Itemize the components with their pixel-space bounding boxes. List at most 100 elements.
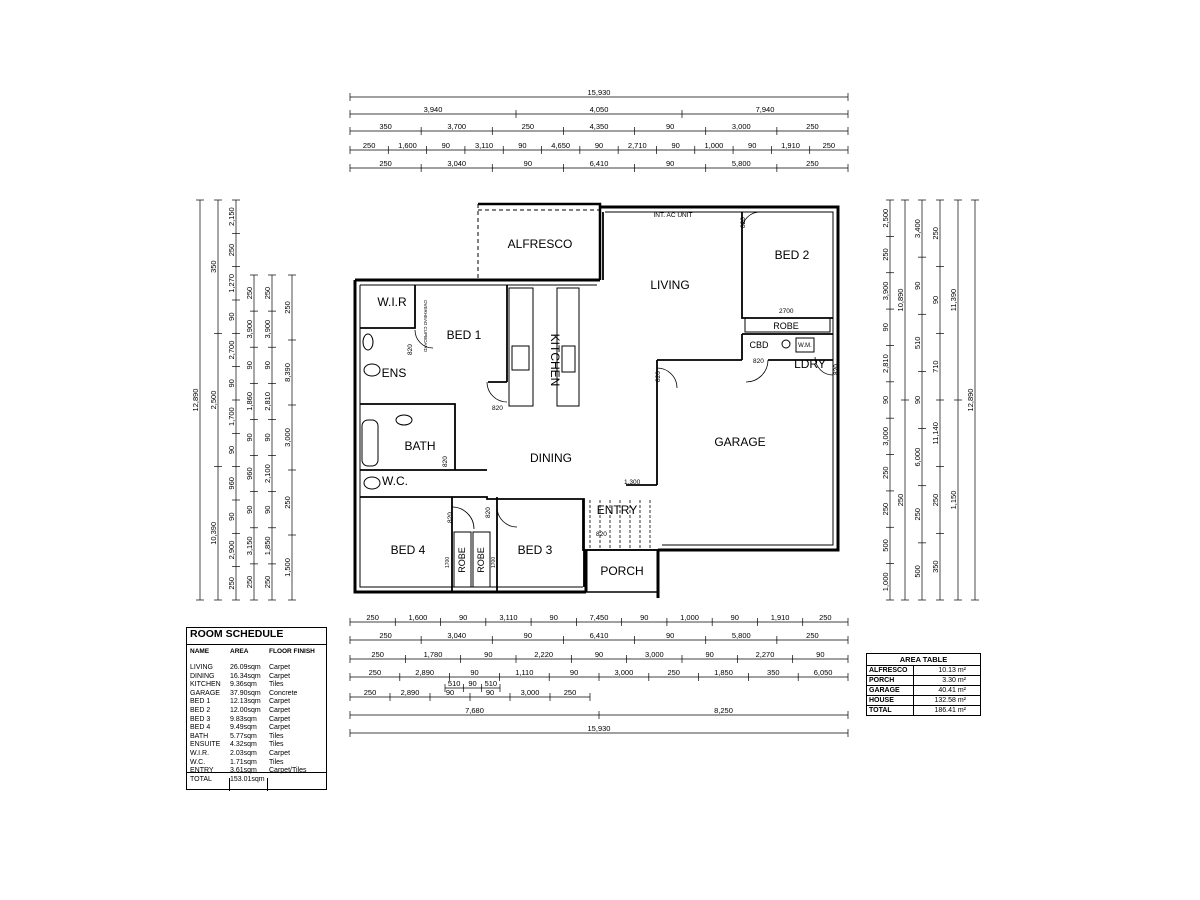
dimension-label: 500: [881, 539, 890, 552]
dimension-label: 250: [379, 159, 392, 168]
schedule-room-name: BED 2: [190, 706, 211, 714]
room-bed4: BED 4: [391, 543, 426, 557]
dimension-label: 250: [227, 577, 236, 590]
alfresco-wall: [478, 202, 602, 280]
dimension-label: 710: [931, 360, 940, 373]
room-wir: W.I.R: [377, 295, 407, 309]
door-label: 820: [655, 371, 662, 382]
dimension-label: 250: [371, 650, 384, 659]
dimension-label: 8,390: [283, 363, 292, 382]
area-row: ALFRESCO 10.13 m²: [867, 666, 980, 676]
dimension-label: 3,700: [447, 122, 466, 131]
dimension-label: 1,600: [409, 613, 428, 622]
dimension-label: 3,040: [447, 159, 466, 168]
dimension-label: 90: [913, 282, 922, 290]
door-label: 820: [833, 364, 840, 375]
dimension-label: 3,000: [881, 427, 890, 446]
dimension-label: 2,810: [881, 354, 890, 373]
dimension-label: 90: [227, 512, 236, 520]
dimension-label: 3,000: [645, 650, 664, 659]
dimension-label: 90: [459, 613, 467, 622]
dimension-label: 3,040: [447, 631, 466, 640]
schedule-room-area: 12.00sqm: [230, 706, 261, 714]
schedule-room-name: DINING: [190, 672, 215, 680]
room-dining: DINING: [530, 451, 572, 465]
schedule-room-finish: Carpet: [269, 706, 291, 714]
bath-basin: [395, 414, 413, 426]
dimension-label: 3,000: [521, 688, 540, 697]
schedule-room-area: 16.34sqm: [230, 672, 261, 680]
kitchen-bench: [508, 287, 534, 407]
dimension-label: 90: [245, 433, 254, 441]
dimension-label: 3,110: [499, 613, 517, 622]
dimension-label: 250: [263, 576, 272, 589]
schedule-room-finish: Carpet: [269, 724, 291, 732]
room-robe-b: ROBE: [476, 547, 486, 573]
schedule-room-finish: Tiles: [269, 732, 284, 740]
dimension-label: 2,710: [628, 141, 647, 150]
area-name: TOTAL: [867, 706, 914, 715]
dimension-label: 500: [913, 565, 922, 578]
dimension-label: 90: [524, 159, 532, 168]
dimension-lines: [196, 93, 979, 737]
dimension-label: 90: [913, 396, 922, 404]
area-name: ALFRESCO: [867, 666, 914, 675]
dimension-label: 5,800: [732, 631, 751, 640]
area-row: TOTAL 186.41 m²: [867, 706, 980, 715]
dimension-label: 90: [446, 688, 454, 697]
area-value: 10.13 m²: [938, 667, 966, 674]
dimension-label: 250: [881, 248, 890, 261]
schedule-row: BED 2 12.00sqm Carpet: [190, 707, 323, 716]
room-bed2: BED 2: [775, 248, 810, 262]
ensuite-toilet: [363, 363, 381, 377]
dimension-label: 8,250: [714, 706, 733, 715]
int-ac-unit-label: INT. AC UNIT: [653, 212, 692, 219]
bathtub: [361, 419, 379, 467]
dimension-label: 1,910: [771, 613, 790, 622]
kitchen-island: [556, 287, 580, 407]
schedule-room-finish: Carpet: [269, 749, 291, 757]
dimension-label: 2,150: [227, 207, 236, 226]
dimension-label: 3,000: [615, 668, 634, 677]
robe-left: [453, 531, 472, 588]
schedule-room-finish: Carpet: [269, 664, 291, 671]
door-swings: [414, 211, 834, 530]
area-value: 186.41 m²: [934, 707, 966, 714]
dimension-label: 4,650: [551, 141, 570, 150]
room-cbd: CBD: [749, 340, 769, 350]
door-label: 820: [485, 507, 492, 518]
outer-wall: [353, 205, 840, 598]
schedule-room-finish: Carpet: [269, 715, 291, 723]
dimension-label: 1,780: [424, 650, 443, 659]
schedule-room-name: BATH: [190, 732, 209, 740]
dimension-label: 350: [209, 260, 218, 273]
dimension-label: 2,500: [209, 391, 218, 410]
area-value: 40.41 m²: [938, 687, 966, 694]
dimension-label: 250: [806, 631, 819, 640]
dimension-label: 3,000: [283, 428, 292, 447]
schedule-room-name: BED 4: [190, 724, 211, 732]
dimension-label: 11,140: [931, 422, 940, 444]
schedule-room-name: GARAGE: [190, 689, 220, 697]
dimension-label: 2,700: [227, 341, 236, 360]
dimension-label: 510: [913, 337, 922, 350]
area-value: 132.58 m²: [934, 697, 966, 704]
span-label: 1,300: [624, 479, 641, 486]
dimension-label: 3,400: [913, 219, 922, 238]
room-bed1: BED 1: [447, 328, 482, 342]
schedule-room-finish: Tiles: [269, 758, 284, 766]
room-garage: GARAGE: [714, 435, 765, 449]
dimension-label: 90: [731, 613, 739, 622]
schedule-room-finish: Carpet: [269, 698, 291, 706]
room-alfresco: ALFRESCO: [508, 237, 573, 251]
room-kitchen: KITCHEN: [548, 334, 562, 387]
door-label: 820: [753, 358, 764, 365]
room-robe-bed2: ROBE: [773, 321, 799, 331]
door-label: 820: [740, 217, 747, 228]
schedule-room-finish: Tiles: [269, 681, 284, 689]
